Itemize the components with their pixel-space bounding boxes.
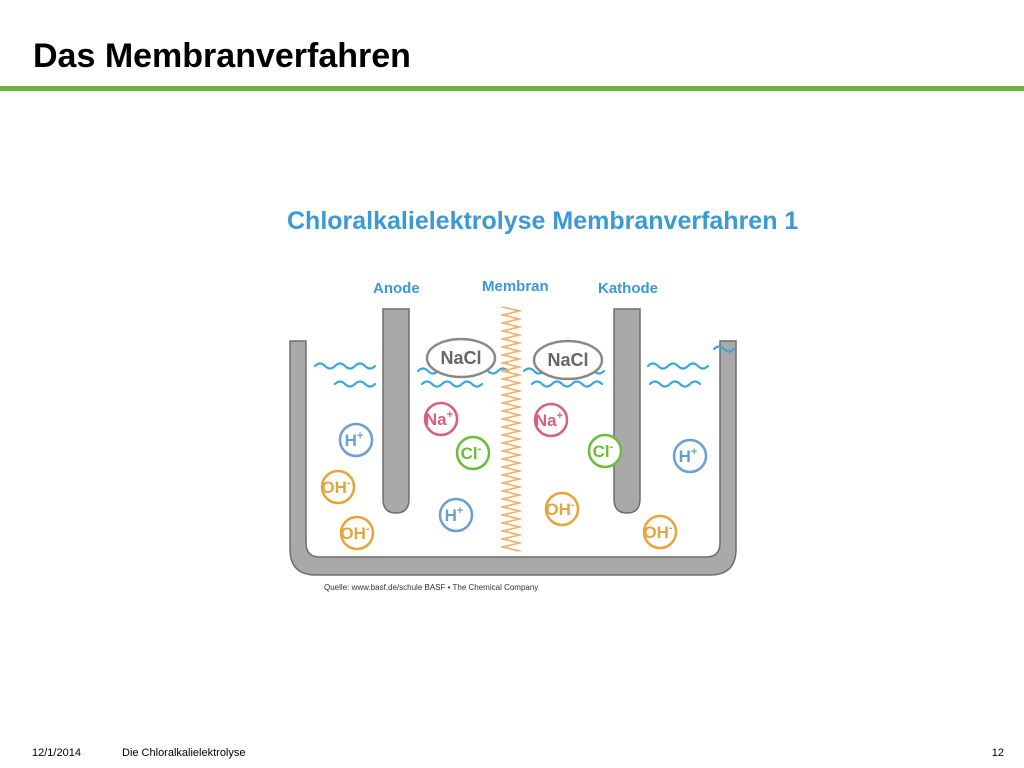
electrolysis-tank [289,340,737,576]
hydroxide-ion: OH- [320,469,356,505]
nacl-label: NaCl [440,348,481,368]
water-wave [530,380,604,388]
slide-title: Das Membranverfahren [33,37,411,75]
cathode-electrode [613,308,641,514]
cathode-label: Kathode [598,280,658,297]
membrane-label: Membran [482,278,549,295]
hydrogen-ion: H+ [338,422,374,458]
ion-label: Cl- [461,443,482,463]
anode-electrode [382,308,410,514]
nacl-molecule-left: NaCl [425,337,497,379]
chloride-ion: Cl- [587,433,623,469]
ion-label: Na+ [425,409,453,429]
ions: H+ OH- OH- Na+ Cl- H+ Na+ OH- Cl- H+ OH- [320,401,708,551]
hydroxide-ion: OH- [544,491,580,527]
water-wave [712,345,736,353]
water-wave [646,362,710,370]
water-wave [313,362,377,370]
ion-label: OH- [545,499,575,519]
source-credit: Quelle: www.basf.de/schule BASF • The Ch… [324,583,538,592]
nacl-molecule-right: NaCl [532,339,604,381]
anode-label: Anode [373,280,420,297]
sodium-ion: Na+ [533,402,569,438]
ion-label: OH- [321,477,351,497]
ion-label: Cl- [593,441,614,461]
membrane [500,306,522,552]
title-divider [0,86,1024,91]
membrane-process-diagram: Chloralkalielektrolyse Membranverfahren … [287,207,798,592]
nacl-label: NaCl [547,350,588,370]
ion-label: Na+ [535,410,563,430]
water-surface [313,345,736,388]
hydroxide-ion: OH- [339,515,375,551]
ion-label: OH- [643,522,673,542]
water-wave [333,380,377,388]
water-wave [420,380,484,388]
hydroxide-ion: OH- [642,514,678,550]
footer-date: 12/1/2014 [32,747,81,759]
ion-label: OH- [340,523,370,543]
membrane-strand [502,306,520,552]
hydrogen-ion: H+ [672,438,708,474]
footer-page-number: 12 [991,747,1004,759]
diagram-title: Chloralkalielektrolyse Membranverfahren … [287,207,798,235]
hydrogen-ion: H+ [438,497,474,533]
sodium-ion: Na+ [423,401,459,437]
chloride-ion: Cl- [455,435,491,471]
water-wave [648,380,702,388]
footer-topic: Die Chloralkalielektrolyse [122,747,246,759]
